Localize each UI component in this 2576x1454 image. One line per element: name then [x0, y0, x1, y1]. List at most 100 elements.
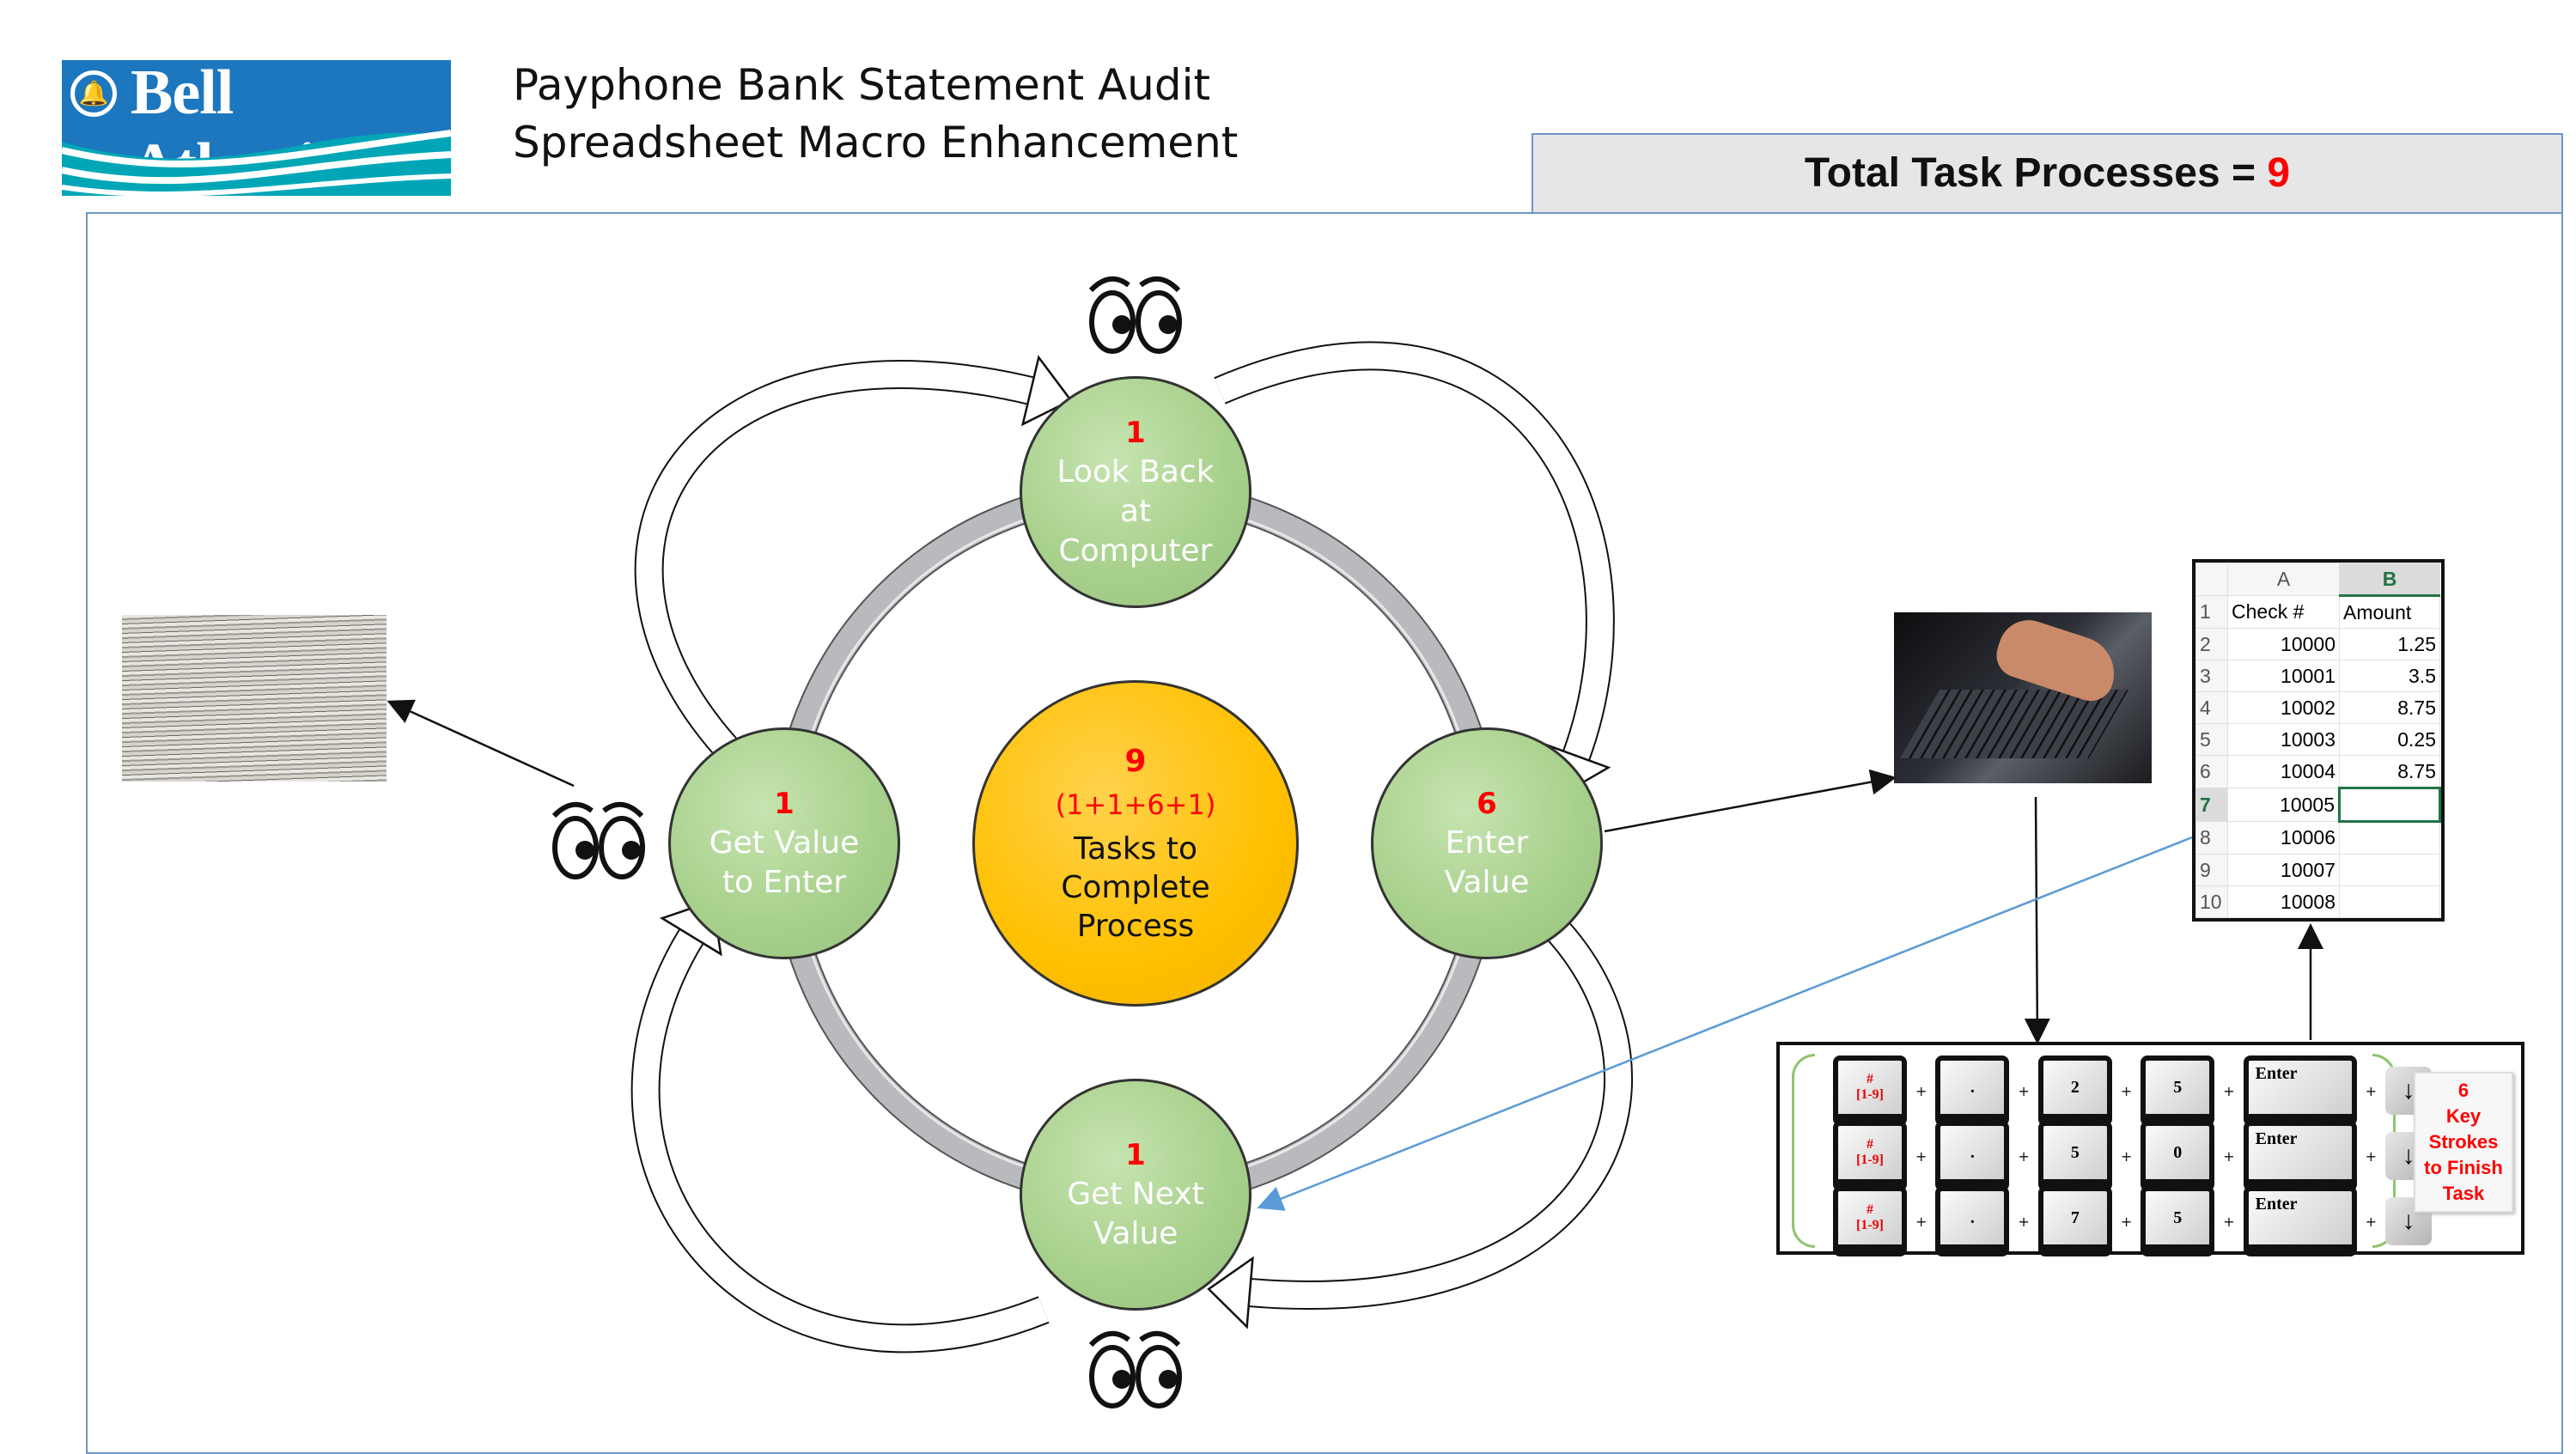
node-count: 1 [774, 787, 795, 821]
sheet-row: 6 10004 8.75 [2195, 755, 2440, 788]
center-label: Tasks to [1073, 830, 1198, 867]
plus-sign: + [2223, 1082, 2235, 1099]
node-label: to Enter [722, 865, 847, 900]
summary-count: 6 [2457, 1080, 2469, 1101]
sheet-row: 2 10000 1.25 [2195, 628, 2440, 660]
node-count: 1 [1125, 1138, 1146, 1172]
keystroke-row: #[1-9]+.+2+5+Enter+↓ [1833, 1056, 2433, 1126]
node-get-value: 1 Get Value to Enter [668, 727, 900, 959]
plus-sign: + [1915, 1082, 1927, 1099]
arrow-enter-to-getnext [1207, 922, 1634, 1329]
sheet-row: 7 10005 [2195, 787, 2441, 823]
plus-sign: + [2018, 1082, 2030, 1099]
arrow-sheet-to-next [1257, 836, 2193, 1211]
number-key: #[1-9] [1833, 1121, 1907, 1191]
row-number: 10 [2195, 885, 2228, 918]
key: . [1935, 1121, 2010, 1191]
cell-b[interactable] [2339, 821, 2440, 855]
enter-key: Enter [2243, 1186, 2357, 1256]
key: 2 [2037, 1056, 2112, 1126]
cell-b[interactable] [2338, 787, 2441, 823]
node-count: 6 [1477, 787, 1497, 821]
row-number: 4 [2195, 691, 2228, 724]
plus-sign: + [2365, 1213, 2378, 1230]
cell-a[interactable]: 10001 [2227, 660, 2340, 692]
sheet-row: 10 10008 [2195, 885, 2440, 918]
key: . [1935, 1056, 2010, 1126]
cell-b[interactable]: 8.75 [2339, 755, 2440, 788]
cell-a[interactable]: 10000 [2227, 628, 2340, 660]
cell-b[interactable]: Amount [2339, 595, 2440, 629]
plus-sign: + [2018, 1213, 2030, 1230]
sheet-row: 1 Check # Amount [2195, 595, 2440, 629]
key-strokes-summary: 6 Key Strokes to Finish Task [2414, 1072, 2513, 1213]
number-key: #[1-9] [1833, 1186, 1907, 1256]
row-number: 8 [2195, 821, 2228, 855]
sheet-row: 5 10003 0.25 [2195, 723, 2440, 756]
cell-b[interactable] [2339, 854, 2440, 886]
eyes-bottom-icon [1088, 1330, 1182, 1408]
node-label: Look Back [1057, 454, 1215, 490]
sheet-row: 9 10007 [2195, 854, 2440, 886]
row-number: 3 [2195, 660, 2228, 692]
key: 5 [2141, 1056, 2215, 1126]
key: 0 [2141, 1121, 2215, 1191]
key: 7 [2037, 1186, 2112, 1256]
cell-b[interactable]: 3.5 [2339, 660, 2440, 692]
sheet-row: 8 10006 [2195, 821, 2440, 855]
cell-a[interactable]: 10008 [2227, 885, 2340, 918]
node-enter-value: 6 Enter Value [1371, 727, 1603, 959]
plus-sign: + [2120, 1147, 2133, 1165]
title-line-1: Payphone Bank Statement Audit [513, 60, 1211, 110]
key: 5 [2141, 1186, 2215, 1256]
cell-b[interactable]: 0.25 [2339, 723, 2440, 756]
center-count: 9 [1124, 743, 1147, 779]
plus-sign: + [2120, 1082, 2133, 1099]
total-label: Total Task Processes = [1804, 150, 2268, 196]
cell-a[interactable]: 10004 [2227, 755, 2340, 788]
plus-sign: + [2018, 1147, 2030, 1165]
row-number: 1 [2195, 595, 2228, 629]
cell-b[interactable]: 8.75 [2339, 691, 2440, 724]
node-label: Enter [1445, 825, 1529, 861]
center-label: Process [1076, 908, 1195, 944]
sheet-row: 3 10001 3.5 [2195, 660, 2440, 692]
arrow-to-keyboard [2024, 796, 2050, 1044]
cell-a[interactable]: 10003 [2227, 723, 2340, 756]
eyes-top-icon [1088, 276, 1182, 354]
arrow-to-laptop [1604, 769, 1897, 833]
center-formula: (1+1+6+1) [1055, 788, 1216, 821]
keystroke-row: #[1-9]+.+5+0+Enter+↓ [1833, 1121, 2433, 1191]
keystroke-panel: #[1-9]+.+2+5+Enter+↓#[1-9]+.+5+0+Enter+↓… [1776, 1042, 2524, 1256]
row-number: 7 [2195, 788, 2228, 822]
node-count: 1 [1125, 416, 1146, 450]
node-label: Value [1093, 1216, 1178, 1251]
row-number: 5 [2195, 723, 2228, 756]
node-label: Computer [1058, 533, 1213, 569]
plus-sign: + [2365, 1147, 2378, 1165]
center-label: Complete [1061, 869, 1210, 905]
node-look-back: 1 Look Back at Computer [1020, 376, 1251, 608]
paper-stack-image [122, 615, 387, 782]
bell-atlantic-logo: 🔔 Bell Atlantic [62, 60, 451, 196]
keystroke-row: #[1-9]+.+7+5+Enter+↓ [1833, 1186, 2433, 1256]
cell-b[interactable]: 1.25 [2339, 628, 2440, 660]
node-get-next-value: 1 Get Next Value [1020, 1079, 1251, 1311]
cell-a[interactable]: Check # [2227, 595, 2340, 629]
plus-sign: + [1915, 1147, 1927, 1165]
cell-a[interactable]: 10007 [2227, 854, 2340, 886]
cell-a[interactable]: 10005 [2227, 788, 2340, 822]
cell-b[interactable] [2339, 885, 2440, 918]
left-brace [1792, 1054, 1815, 1248]
row-number: 2 [2195, 628, 2228, 660]
cell-a[interactable]: 10002 [2227, 691, 2340, 724]
summary-label: Task [2442, 1183, 2485, 1204]
key: 5 [2037, 1121, 2112, 1191]
col-header-a: A [2227, 563, 2340, 596]
cell-a[interactable]: 10006 [2227, 821, 2340, 855]
number-key: #[1-9] [1833, 1056, 1907, 1126]
node-label: Get Next [1067, 1177, 1204, 1212]
typing-laptop-image [1894, 612, 2152, 783]
enter-key: Enter [2243, 1121, 2357, 1191]
